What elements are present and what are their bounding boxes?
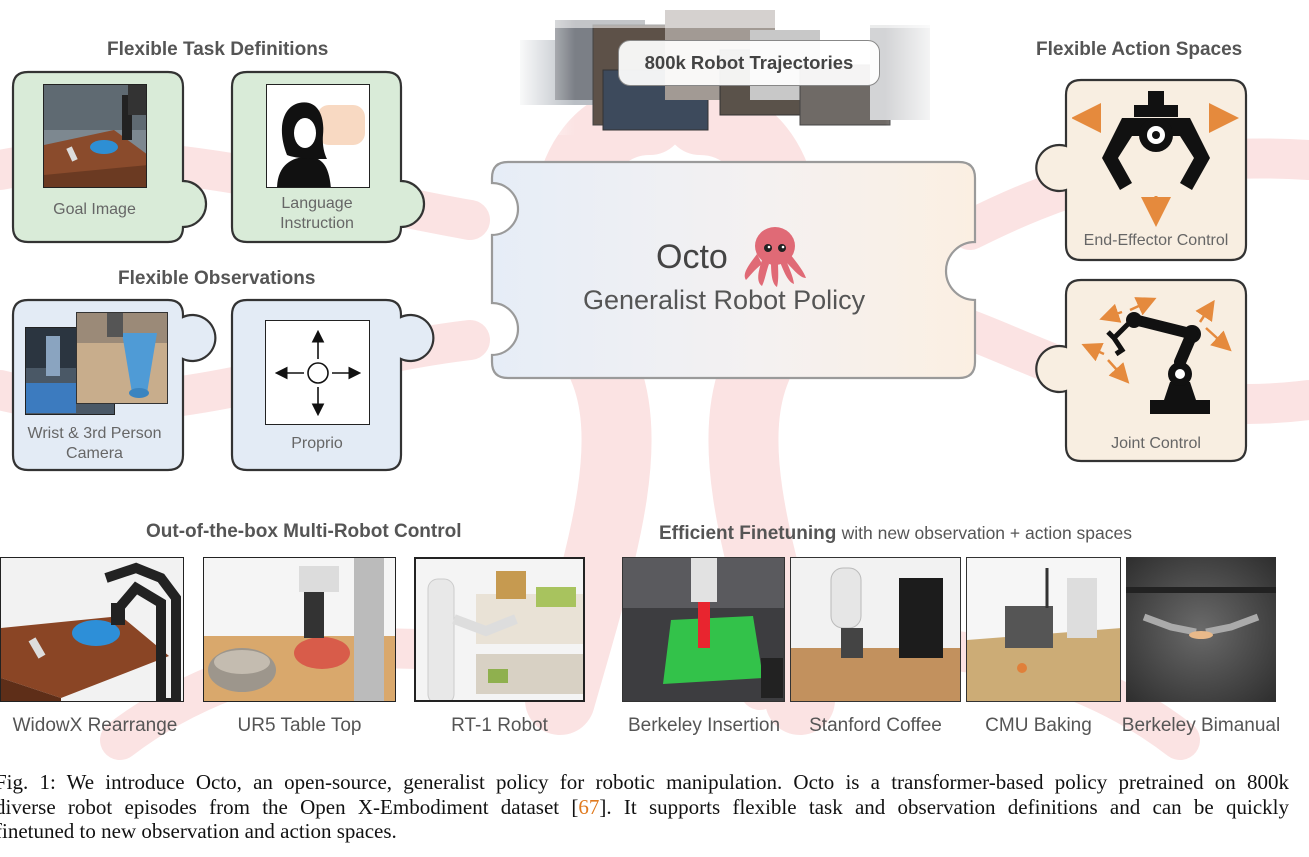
- figure-caption: Fig. 1: We introduce Octo, an open-sourc…: [0, 770, 1289, 844]
- octopus-icon: [744, 227, 806, 287]
- finetuning-heading-bold: Efficient Finetuning: [659, 523, 837, 544]
- language-instruction-line1: Language: [281, 195, 353, 212]
- camera-label: Wrist & 3rd Person Camera: [13, 424, 176, 464]
- robot-label-widowx: WidowX Rearrange: [12, 715, 178, 736]
- octo-title-row: Octo: [656, 224, 810, 290]
- end-effector-gripper-icon: [1072, 91, 1239, 227]
- language-instruction-label: Language Instruction: [232, 194, 402, 234]
- caption-line-2: diverse robot episodes from the Open X-E…: [0, 795, 1289, 820]
- trajectories-label: 800k Robot Trajectories: [644, 52, 854, 73]
- caption-prefix: Fig. 1:: [0, 770, 67, 794]
- center-policy-piece: [490, 160, 977, 380]
- caption-line-1: Fig. 1: We introduce Octo, an open-sourc…: [0, 770, 1289, 795]
- joint-control-label: Joint Control: [1111, 435, 1201, 452]
- octo-title: Octo: [656, 237, 728, 276]
- action-spaces-heading: Flexible Action Spaces: [1036, 39, 1243, 60]
- camera-label-line2: Camera: [66, 445, 123, 462]
- goal-image-photo: [43, 84, 147, 188]
- caption-line-3: finetuned to new observation and action …: [0, 819, 397, 843]
- task-definitions-heading: Flexible Task Definitions: [107, 39, 329, 60]
- camera-label-line1: Wrist & 3rd Person: [27, 425, 162, 442]
- caption-text-1: We introduce Octo, an open-source, gener…: [66, 770, 1289, 794]
- stanford-coffee-photo: [790, 557, 961, 702]
- caption-text-2-post: ]. It supports flexible task and observa…: [599, 794, 1289, 819]
- observations-heading: Flexible Observations: [118, 268, 316, 289]
- policy-subtitle: Generalist Robot Policy: [583, 285, 866, 315]
- finetune-label-bimanual: Berkeley Bimanual: [1121, 715, 1281, 736]
- joint-robot-arm-icon: [1081, 297, 1232, 414]
- language-instruction-icon: [266, 84, 370, 188]
- berkeley-bimanual-photo: [1126, 557, 1276, 702]
- trajectories-label-box: 800k Robot Trajectories: [618, 40, 880, 86]
- robot-label-ur5: UR5 Table Top: [237, 715, 362, 736]
- robot-label-rt1: RT-1 Robot: [451, 715, 548, 736]
- goal-image-label: Goal Image: [53, 201, 136, 218]
- finetune-label-baking: CMU Baking: [985, 715, 1092, 736]
- wrist-camera-photo: [76, 312, 168, 404]
- cmu-baking-photo: [966, 557, 1121, 702]
- multi-robot-heading: Out-of-the-box Multi-Robot Control: [146, 521, 462, 542]
- finetuning-heading-rest: with new observation + action spaces: [841, 523, 1132, 543]
- finetune-label-coffee: Stanford Coffee: [809, 715, 942, 736]
- rt1-robot-photo: [414, 557, 585, 702]
- berkeley-insertion-photo: [622, 557, 785, 702]
- end-effector-label: End-Effector Control: [1083, 232, 1229, 249]
- proprio-label: Proprio: [291, 435, 343, 452]
- finetuning-heading: Efficient Finetuning with new observatio…: [659, 523, 1132, 545]
- finetune-label-insertion: Berkeley Insertion: [627, 715, 781, 736]
- proprio-icon: [265, 320, 370, 425]
- caption-reference-link[interactable]: 67: [578, 794, 600, 819]
- caption-text-2-pre: diverse robot episodes from the Open X-E…: [0, 794, 579, 819]
- language-instruction-line2: Instruction: [280, 215, 354, 232]
- widowx-rearrange-photo: [0, 557, 184, 702]
- ur5-table-top-photo: [203, 557, 396, 702]
